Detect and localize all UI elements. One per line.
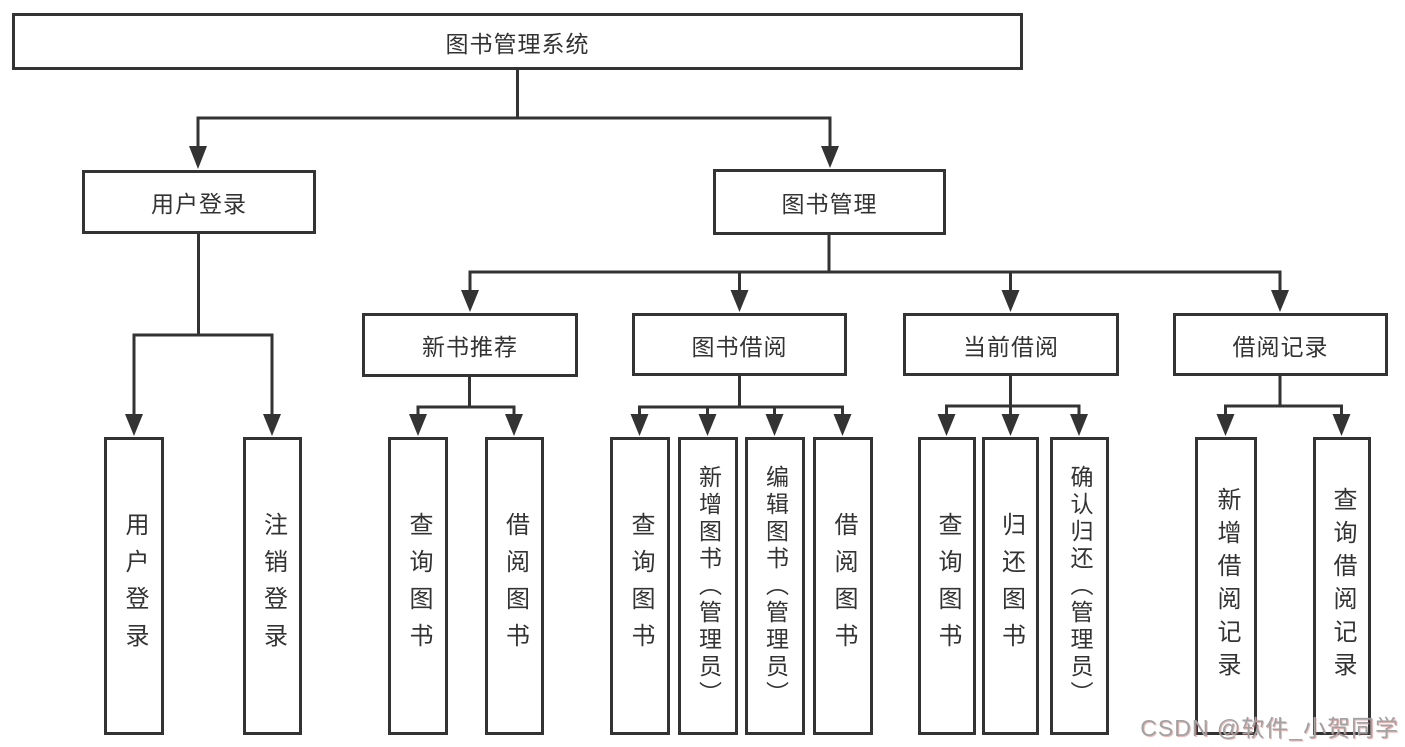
node-book-management-label: 图书管理 [781, 191, 878, 217]
leaf-borrowing-borrow-book-label: 借阅图书 [830, 512, 857, 660]
csdn-watermark: CSDN @软件_小贺同学 [1140, 715, 1399, 741]
leaf-add-book-admin: 新增图书（管理员） [678, 437, 738, 735]
leaf-add-borrow-record-label: 新增借阅记录 [1213, 487, 1240, 685]
leaf-logout: 注销登录 [243, 437, 302, 735]
leaf-borrowing-borrow-book: 借阅图书 [813, 437, 873, 735]
leaf-borrowing-search-book-label: 查询图书 [627, 512, 654, 660]
leaf-user-login: 用户登录 [104, 437, 164, 735]
leaf-search-borrow-record: 查询借阅记录 [1313, 437, 1371, 735]
leaf-confirm-return-admin-label: 确认归还（管理员） [1067, 464, 1093, 708]
leaf-search-borrow-record-label: 查询借阅记录 [1329, 487, 1356, 685]
node-current-borrowing-label: 当前借阅 [963, 333, 1059, 360]
leaf-return-book-label: 归还图书 [997, 512, 1025, 660]
leaf-current-search-book-label: 查询图书 [934, 512, 961, 660]
leaf-add-book-admin-label: 新增图书（管理员） [695, 464, 722, 708]
leaf-add-borrow-record: 新增借阅记录 [1195, 437, 1257, 735]
node-borrow-records: 借阅记录 [1173, 313, 1388, 376]
leaf-edit-book-admin: 编辑图书（管理员） [745, 437, 805, 735]
leaf-current-search-book: 查询图书 [918, 437, 976, 735]
leaf-edit-book-admin-label: 编辑图书（管理员） [762, 464, 789, 708]
node-borrow-records-label: 借阅记录 [1232, 333, 1329, 360]
leaf-logout-label: 注销登录 [259, 512, 287, 660]
node-book-borrowing: 图书借阅 [632, 313, 847, 376]
leaf-confirm-return-admin: 确认归还（管理员） [1050, 437, 1109, 735]
node-new-book-recommend: 新书推荐 [362, 313, 578, 377]
node-book-borrowing-label: 图书借阅 [691, 333, 788, 360]
leaf-recommend-search-book-label: 查询图书 [405, 512, 432, 660]
leaf-return-book: 归还图书 [982, 437, 1039, 735]
leaf-recommend-search-book: 查询图书 [388, 437, 448, 735]
node-current-borrowing: 当前借阅 [903, 313, 1119, 376]
leaf-user-login-label: 用户登录 [121, 512, 148, 660]
node-library-system-label: 图书管理系统 [445, 30, 590, 57]
node-user-login: 用户登录 [82, 170, 316, 234]
leaf-recommend-borrow-book-label: 借阅图书 [501, 512, 529, 660]
node-user-login-label: 用户登录 [151, 191, 247, 217]
node-library-system: 图书管理系统 [12, 13, 1023, 70]
leaf-recommend-borrow-book: 借阅图书 [485, 437, 544, 735]
leaf-borrowing-search-book: 查询图书 [610, 437, 670, 735]
node-new-book-recommend-label: 新书推荐 [422, 334, 518, 360]
node-book-management: 图书管理 [713, 169, 946, 235]
